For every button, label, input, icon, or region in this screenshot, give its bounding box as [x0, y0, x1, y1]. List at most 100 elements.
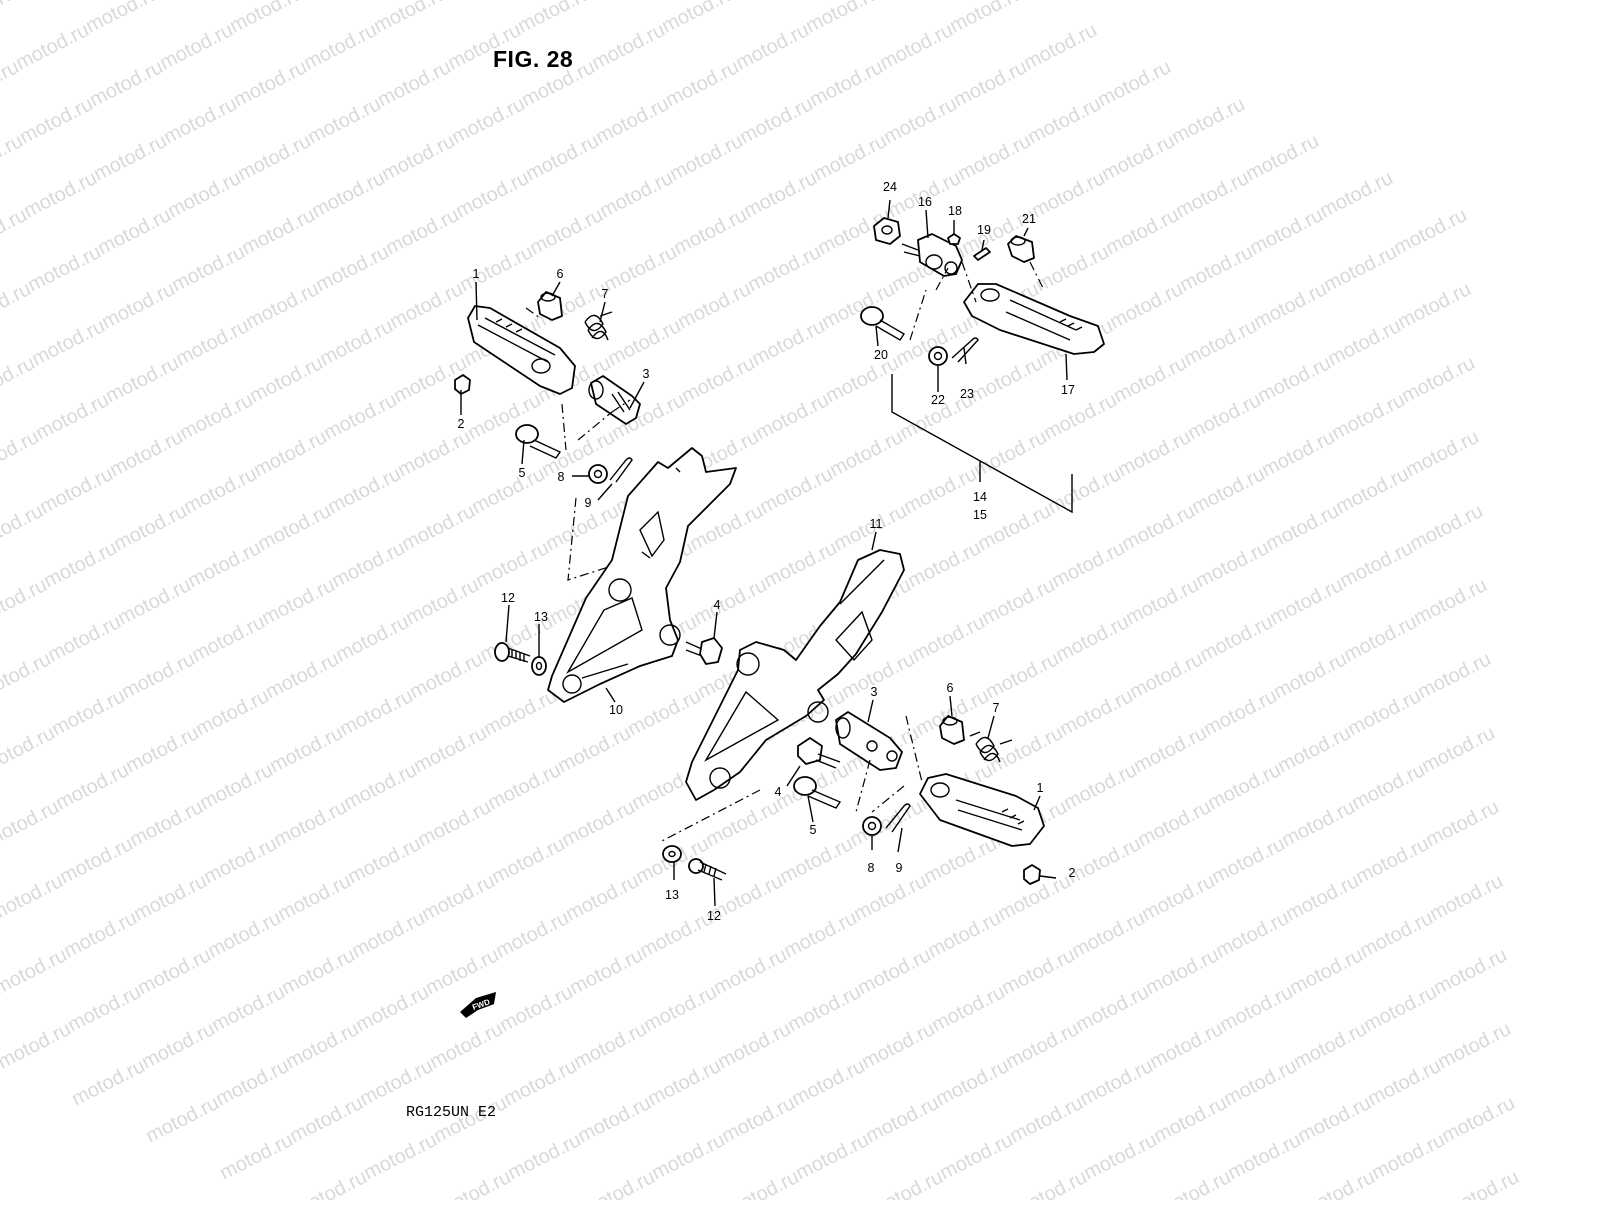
- watermark-text: motod.ru: [1184, 389, 1264, 444]
- callout-9-right: 9: [896, 861, 903, 875]
- watermark-text: motod.ru: [1290, 1018, 1370, 1073]
- watermark-text: motod.ru: [422, 944, 502, 999]
- watermark-text: motod.ru: [134, 944, 214, 999]
- watermark-text: motod.ru: [242, 278, 322, 333]
- callout-8-left: 8: [558, 470, 565, 484]
- watermark-text: motod.ru: [526, 204, 606, 259]
- watermark-text: motod.ru: [304, 93, 384, 148]
- watermark-text: motod.ru: [1246, 204, 1326, 259]
- watermark-text: motod.ru: [496, 981, 576, 1036]
- watermark-text: motod.ru: [484, 759, 564, 814]
- watermark-text: motod.ru: [1418, 722, 1498, 777]
- bolt-part-2-left: [455, 375, 470, 394]
- watermark-text: motod.ru: [0, 426, 43, 481]
- watermark-text: motod.ru: [950, 56, 1030, 111]
- callout-12-left: 12: [501, 591, 515, 605]
- watermark-text: motod.ru: [344, 833, 424, 888]
- callout-3-right: 3: [871, 685, 878, 699]
- watermark-text: motod.ru: [1442, 1166, 1522, 1200]
- watermark-text: motod.ru: [1410, 574, 1490, 629]
- callout-18: 18: [948, 204, 962, 218]
- watermark-text: motod.ru: [340, 759, 420, 814]
- watermark-text: motod.ru: [434, 1166, 514, 1200]
- watermark-text: motod.ru: [946, 0, 1026, 37]
- watermark-text: motod.ru: [188, 611, 268, 666]
- watermark-text: motod.ru: [558, 796, 638, 851]
- watermark-text: motod.ru: [56, 833, 136, 888]
- watermark-text: motod.ru: [596, 167, 676, 222]
- bolt-part-2-right: [1024, 865, 1040, 884]
- watermark-text: motod.ru: [156, 19, 236, 74]
- watermark-text: motod.ru: [1254, 352, 1334, 407]
- bolt-part-12-right: [689, 859, 726, 880]
- watermark-text: motod.ru: [360, 1129, 440, 1184]
- watermark-text: motod.ru: [352, 981, 432, 1036]
- watermark-text: motod.ru: [740, 167, 820, 222]
- watermark-text: motod.ru: [810, 130, 890, 185]
- watermark-text: motod.ru: [998, 944, 1078, 999]
- callout-7-left: 7: [602, 287, 609, 301]
- watermark-text: motod.ru: [702, 796, 782, 851]
- callout-3-left: 3: [643, 367, 650, 381]
- watermark-text: motod.ru: [876, 19, 956, 74]
- watermark-text: motod.ru: [452, 167, 532, 222]
- watermark-text: motod.ru: [1348, 759, 1428, 814]
- watermark-text: motod.ru: [94, 204, 174, 259]
- watermark-text: motod.ru: [160, 93, 240, 148]
- watermark-text: motod.ru: [784, 981, 864, 1036]
- watermark-text: motod.ru: [818, 278, 898, 333]
- watermark-text: motod.ru: [196, 759, 276, 814]
- watermark-text: motod.ru: [1060, 759, 1140, 814]
- watermark-text: motod.ru: [748, 315, 828, 370]
- watermark-text: motod.ru: [732, 19, 812, 74]
- watermark-text: motod.ru: [1324, 315, 1404, 370]
- watermark-text: motod.ru: [1352, 833, 1432, 888]
- watermark-text: motod.ru: [1242, 130, 1322, 185]
- watermark-text: motod.ru: [300, 19, 380, 74]
- callout-2-right: 2: [1069, 866, 1076, 880]
- watermark-text: motod.ru: [28, 315, 108, 370]
- callout-16: 16: [918, 195, 932, 209]
- watermark-text: motod.ru: [1438, 1092, 1518, 1147]
- watermark-text: motod.ru: [636, 907, 716, 962]
- watermark-text: motod.ru: [788, 1055, 868, 1110]
- watermark-text: motod.ru: [1114, 426, 1194, 481]
- watermark-text: motod.ru: [32, 389, 112, 444]
- watermark-text: motod.ru: [600, 241, 680, 296]
- watermark-text: motod.ru: [900, 463, 980, 518]
- watermark-text: motod.ru: [336, 685, 416, 740]
- watermark-text: motod.ru: [670, 204, 750, 259]
- watermark-text: motod.ru: [208, 981, 288, 1036]
- callout-4-right: 4: [775, 785, 782, 799]
- watermark-text: motod.ru: [1320, 241, 1400, 296]
- watermark-text: motod.ru: [106, 426, 186, 481]
- watermark-text: motod.ru: [1002, 1018, 1082, 1073]
- callout-11: 11: [870, 517, 883, 531]
- watermark-text: motod.ru: [1212, 907, 1292, 962]
- watermark-text: motod.ru: [142, 1092, 222, 1147]
- watermark-text: motod.ru: [1340, 611, 1420, 666]
- callout-1-right: 1: [1037, 781, 1044, 795]
- watermark-text: motod.ru: [1344, 685, 1424, 740]
- watermark-text: motod.ru: [290, 1166, 370, 1200]
- callout-9-left: 9: [585, 496, 592, 510]
- watermark-text: motod.ru: [1056, 685, 1136, 740]
- watermark-text: motod.ru: [1072, 981, 1152, 1036]
- watermark-text: motod.ru: [402, 574, 482, 629]
- watermark-text: motod.ru: [1180, 315, 1260, 370]
- watermark-text: motod.ru: [504, 1129, 584, 1184]
- watermark-text: motod.ru: [662, 56, 742, 111]
- watermark-text: motod.ru: [348, 907, 428, 962]
- callout-15: 15: [973, 508, 987, 522]
- watermark-text: motod.ru: [514, 0, 594, 37]
- watermark-text: motod.ru: [90, 130, 170, 185]
- watermark-text: motod.ru: [1298, 1166, 1378, 1200]
- watermark-text: motod.ru: [48, 685, 128, 740]
- watermark-text: motod.ru: [184, 537, 264, 592]
- watermark-text: motod.ru: [1024, 93, 1104, 148]
- watermark-text: motod.ru: [36, 463, 116, 518]
- watermark-text: motod.ru: [122, 722, 202, 777]
- watermark-text: motod.ru: [126, 796, 206, 851]
- watermark-text: motod.ru: [640, 981, 720, 1036]
- watermark-text: motod.ru: [1146, 1018, 1226, 1073]
